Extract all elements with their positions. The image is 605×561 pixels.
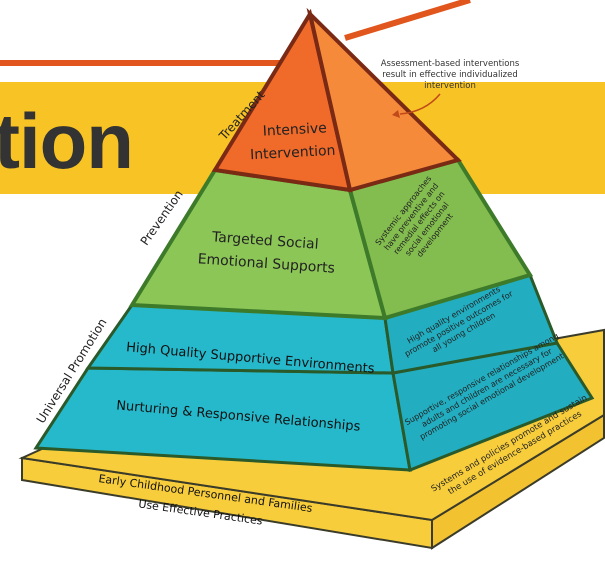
intensive-line2: Intervention xyxy=(250,143,336,163)
annotation-line2: result in effective individualized xyxy=(382,70,518,80)
annotation-line3: intervention xyxy=(424,81,476,91)
annotation-arrow xyxy=(399,93,441,115)
intensive-line1: Intensive xyxy=(262,120,327,139)
intensive-edge xyxy=(308,13,352,191)
banner-accent-line xyxy=(0,60,330,66)
annotation-line1: Assessment-based interventions xyxy=(381,59,520,69)
targeted-line1: Targeted Social xyxy=(210,229,319,252)
banner-title-fragment: tion xyxy=(0,97,134,185)
annotation-arrowhead xyxy=(392,110,400,118)
pointer-line xyxy=(344,0,471,41)
